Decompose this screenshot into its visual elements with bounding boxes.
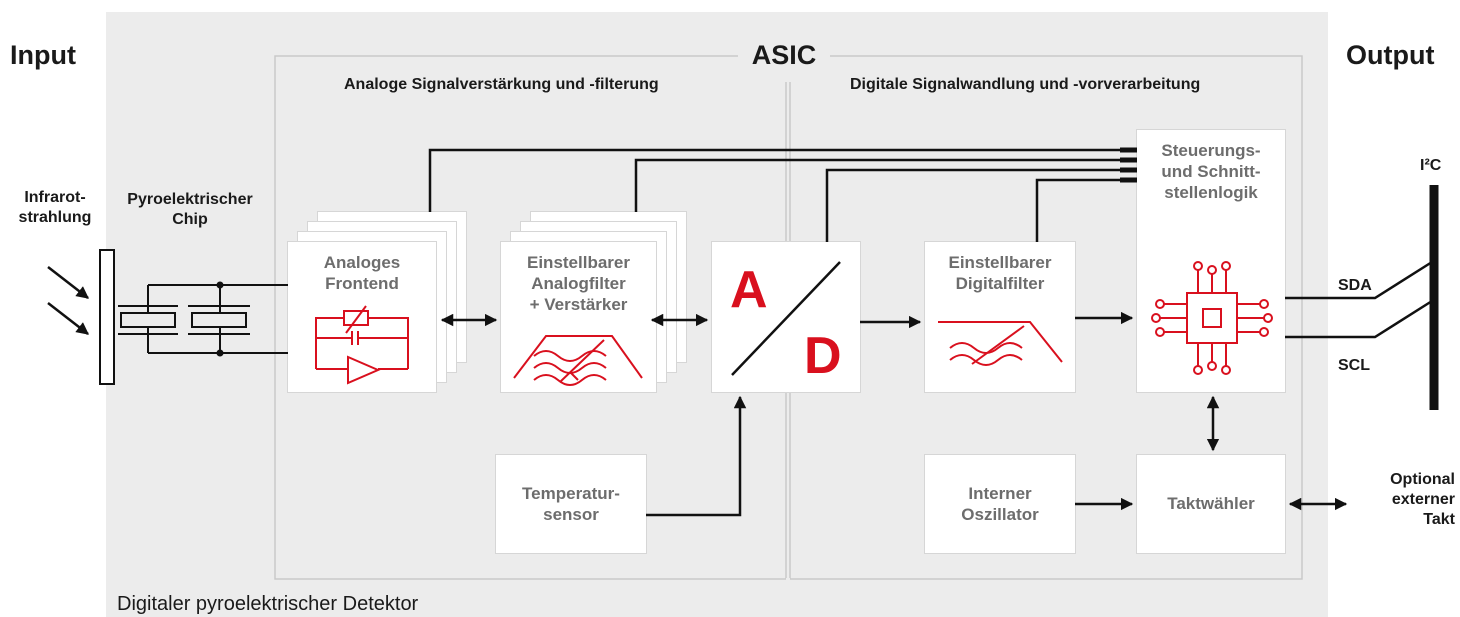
osc-line2: Oszillator (961, 505, 1039, 524)
asic-label-bg (738, 40, 830, 70)
sda-label: SDA (1338, 277, 1372, 294)
logic-line1: Steuerungs- (1161, 141, 1261, 160)
analogfilter-line3: + Verstärker (529, 295, 628, 314)
external-clock-label: Optional externer Takt (1350, 470, 1455, 530)
digitalfilter-line1: Einstellbarer (948, 253, 1052, 272)
infrared-label-line1: Infrarot- (24, 189, 86, 206)
i2c-label: I²C (1420, 157, 1442, 174)
control-logic-block: Steuerungs- und Schnitt- stellenlogik (1137, 130, 1285, 392)
clock-label: Taktwähler (1167, 494, 1255, 513)
temperature-sensor-block: Temperatur- sensor (496, 455, 646, 553)
pyro-chip-label-line1: Pyroelektrischer (127, 191, 253, 208)
infrared-label: Infrarot- strahlung (10, 188, 100, 228)
frontend-line1: Analoges (323, 253, 401, 272)
ad-letter-d: D (804, 327, 842, 385)
control-bus (428, 147, 1137, 242)
digital-filter-block: Einstellbarer Digitalfilter (925, 242, 1075, 392)
analogfilter-line1: Einstellbarer (527, 253, 630, 272)
pyro-chip-icon (118, 281, 288, 357)
ad-diagonal (731, 261, 841, 376)
window-icon (99, 249, 115, 385)
asic-heading: ASIC (751, 40, 817, 70)
scl-label: SCL (1338, 357, 1370, 374)
logic-line2: und Schnitt- (1161, 162, 1261, 181)
digitalfilter-line2: Digitalfilter (955, 274, 1045, 293)
frontend-circuit-icon (315, 305, 409, 385)
signal-path (440, 311, 1348, 517)
section-digital-title: Digitale Signalwandlung und -vorverarbei… (850, 76, 1201, 93)
analogfilter-line2: Analogfilter (531, 274, 626, 293)
clock-selector-block: Taktwähler (1137, 455, 1285, 553)
ext-line2: externer (1391, 491, 1455, 508)
i2c-lines (1285, 260, 1433, 339)
input-heading: Input (10, 40, 76, 70)
pyro-chip-label-line2: Chip (172, 211, 208, 228)
oscillator-block: Interner Oszillator (925, 455, 1075, 553)
analog-filter-icon (513, 335, 643, 386)
ext-line1: Optional (1390, 471, 1455, 488)
infrared-label-line2: strahlung (18, 209, 92, 226)
detector-caption: Digitaler pyroelektrischer Detektor (117, 593, 419, 615)
temp-line1: Temperatur- (522, 484, 620, 503)
frontend-line2: Frontend (325, 274, 399, 293)
digital-filter-icon (938, 321, 1063, 366)
analog-frontend-block: Analoges Frontend (288, 242, 436, 392)
analog-filter-block: Einstellbarer Analogfilter + Verstärker (501, 242, 656, 392)
chip-icon (1151, 261, 1273, 375)
section-analog-title: Analoge Signalverstärkung und -filterung (344, 76, 659, 93)
infrared-arrows (47, 266, 89, 335)
temp-line2: sensor (543, 505, 599, 524)
logic-line3: stellenlogik (1164, 183, 1258, 202)
osc-line1: Interner (968, 484, 1032, 503)
ext-line3: Takt (1423, 511, 1455, 528)
pyro-chip-label: Pyroelektrischer Chip (110, 190, 270, 230)
output-heading: Output (1346, 40, 1435, 70)
ad-letter-a: A (730, 261, 768, 319)
